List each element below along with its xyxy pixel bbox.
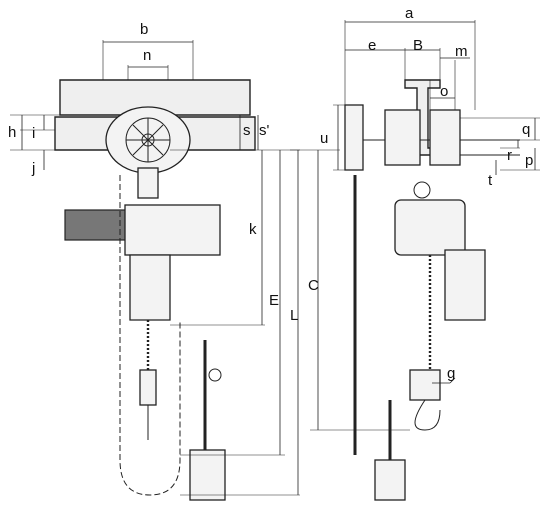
hook-block-right <box>409 369 441 401</box>
chain-bag <box>444 249 486 321</box>
label-i: i <box>32 125 35 142</box>
label-o: o <box>440 83 448 100</box>
label-q: q <box>522 121 530 138</box>
label-j: j <box>31 160 35 177</box>
label-h: h <box>8 124 16 141</box>
pendant-left <box>189 449 226 501</box>
label-p: p <box>525 152 533 169</box>
hoist-body <box>124 204 221 256</box>
i-beam-left <box>59 79 251 116</box>
label-b: b <box>140 21 148 38</box>
slack-chain-loop <box>119 175 181 496</box>
chain-container <box>129 254 171 321</box>
label-s-prime: s' <box>259 122 270 139</box>
trolley-frame-left <box>384 109 421 166</box>
label-e: e <box>368 37 376 54</box>
hook-right <box>414 399 441 431</box>
side-plate-left <box>344 104 364 171</box>
wheel-spokes <box>126 118 170 162</box>
trolley-shaft <box>363 139 520 156</box>
trolley-frame-right <box>429 109 461 166</box>
pendant-right <box>374 459 406 501</box>
label-a: a <box>405 5 414 22</box>
hanger <box>137 167 159 199</box>
label-n: n <box>143 47 151 64</box>
label-g: g <box>447 365 455 382</box>
label-k: k <box>249 221 257 238</box>
suspension-lug <box>413 181 431 199</box>
bottom-hook-block-left <box>139 369 157 406</box>
label-t: t <box>488 172 493 189</box>
pendant-knob <box>208 368 222 382</box>
label-s: s <box>243 122 251 139</box>
label-C: C <box>308 277 319 294</box>
label-E: E <box>269 292 279 309</box>
label-L: L <box>290 307 298 324</box>
front-view: b n h i j s s' k E L <box>8 21 300 501</box>
label-u: u <box>320 130 328 147</box>
label-B: B <box>413 37 423 54</box>
motor-housing <box>64 209 136 241</box>
label-m: m <box>455 43 468 60</box>
label-r: r <box>507 147 512 164</box>
hoist-body-side <box>394 199 466 256</box>
side-view: C a e B m o q r p t u <box>290 5 540 501</box>
